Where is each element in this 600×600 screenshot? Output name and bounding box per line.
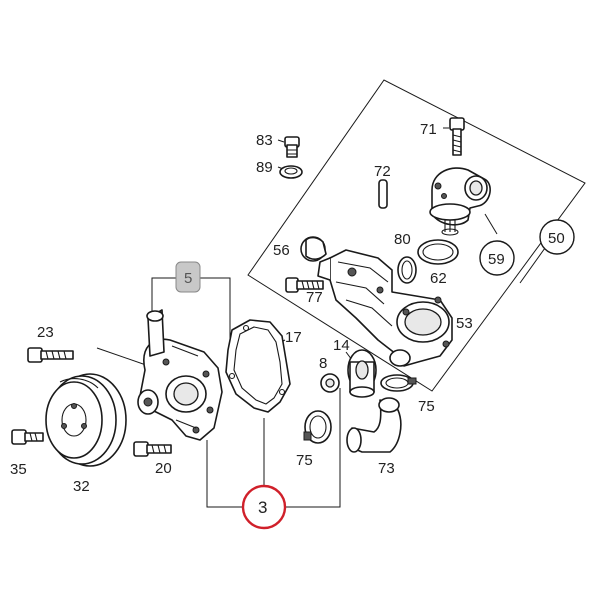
callout-14: 14 <box>333 337 350 354</box>
gasket-17 <box>225 319 291 413</box>
callout-73: 73 <box>378 460 395 477</box>
callout-50: 50 <box>548 230 565 247</box>
callout-35: 35 <box>10 461 27 478</box>
callout-72: 72 <box>374 163 391 180</box>
callout-83: 83 <box>256 132 273 149</box>
callout-17: 17 <box>285 329 302 346</box>
callout-89: 89 <box>256 159 273 176</box>
hose-73 <box>346 397 402 453</box>
callout-3[interactable]: 3 <box>258 498 267 517</box>
callout-circle-59 <box>479 240 515 276</box>
o-ring-80 <box>397 256 417 284</box>
plug-83 <box>284 136 300 158</box>
leader-83 <box>277 139 285 143</box>
hose-clamp-75-upper <box>380 374 417 392</box>
callout-59: 59 <box>488 251 505 268</box>
callout-8: 8 <box>319 355 327 372</box>
callout-circle-3-highlight[interactable] <box>241 484 287 530</box>
grey-badge-5 <box>175 261 201 293</box>
cap-56 <box>300 236 327 262</box>
callout-circle-50 <box>539 219 575 255</box>
hose-clamp-75-lower <box>303 410 332 444</box>
leader-59 <box>484 213 498 235</box>
bushing-8 <box>320 373 340 393</box>
o-ring-80-inner <box>401 260 413 280</box>
water-pump-5 <box>137 309 223 441</box>
callout-75-upper: 75 <box>418 398 435 415</box>
callout-5: 5 <box>184 270 192 287</box>
bolt-20 <box>133 441 172 457</box>
callout-71: 71 <box>420 121 437 138</box>
thermostat-cover-59 <box>429 167 491 236</box>
o-ring-62-inner <box>422 243 454 261</box>
hose-connector-14 <box>347 349 377 398</box>
callout-32: 32 <box>73 478 90 495</box>
callout-80: 80 <box>394 231 411 248</box>
thermostat-housing-53 <box>317 249 453 367</box>
leader-23 <box>96 347 147 366</box>
callout-53: 53 <box>456 315 473 332</box>
callout-75-lower: 75 <box>296 452 313 469</box>
thermostat-group-frame <box>247 79 586 392</box>
leader-3 <box>206 388 341 508</box>
callout-56: 56 <box>273 242 290 259</box>
bolt-77 <box>285 277 324 293</box>
seal-ring-89 <box>279 165 303 179</box>
pulley-32 <box>45 373 127 467</box>
bolt-35 <box>11 429 44 445</box>
pin-72 <box>378 179 388 209</box>
callout-20: 20 <box>155 460 172 477</box>
bolt-23 <box>27 347 74 363</box>
callout-77: 77 <box>306 289 323 306</box>
callout-23: 23 <box>37 324 54 341</box>
bolt-71 <box>449 117 465 156</box>
callout-62: 62 <box>430 270 447 287</box>
